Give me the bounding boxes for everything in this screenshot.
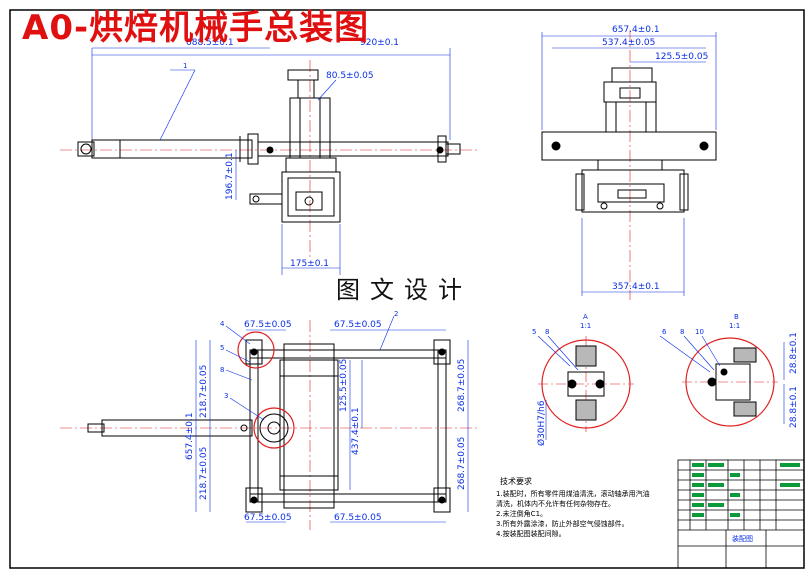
front-dim-5: 175±0.1 (290, 259, 329, 269)
top-dim-right-lower: 268.7±0.05 (457, 437, 467, 490)
technical-requirements-title: 技术要求 (500, 476, 532, 486)
note-line-1: 1.装配时，所有零件用煤油清洗，滚动轴承用汽油 (496, 489, 650, 498)
top-dim-bottom-left: 67.5±0.05 (244, 513, 292, 523)
detail-b-dim-lower: 28.8±0.1 (789, 386, 799, 428)
detail-a-scale: 1:1 (580, 322, 591, 330)
top-dim-top-right: 67.5±0.05 (334, 320, 382, 330)
detail-b-balloon-10: 10 (695, 328, 704, 336)
top-dim-bottom-right: 67.5±0.05 (334, 513, 382, 523)
top-view (60, 315, 480, 530)
drawing-name: 装配图 (732, 534, 753, 543)
side-dim-2: 537.4±0.05 (602, 38, 655, 48)
front-dim-4: 196.7±0.1 (225, 152, 235, 200)
top-balloon-8: 8 (220, 366, 224, 374)
top-dim-top-left: 67.5±0.05 (244, 320, 292, 330)
front-dim-1: 688.5±0.1 (186, 38, 234, 48)
front-dim-3: 80.5±0.05 (326, 71, 374, 81)
top-dim-left-lower: 218.7±0.05 (199, 447, 209, 500)
detail-a-balloon-8: 8 (545, 328, 549, 336)
top-balloon-2: 2 (394, 310, 398, 318)
front-balloon-1: 1 (183, 62, 187, 70)
top-balloon-4: 4 (220, 320, 225, 328)
detail-b-balloon-6: 6 (662, 328, 667, 336)
detail-b-dim-upper: 28.8±0.1 (789, 332, 799, 374)
detail-a-view (537, 335, 634, 440)
watermark-text: 图文设计 (336, 276, 472, 304)
detail-b-view (659, 335, 785, 427)
top-dim-left-overall: 657.4±0.1 (185, 412, 195, 460)
side-dim-1: 657.4±0.1 (612, 25, 660, 35)
side-dim-3: 125.5±0.05 (655, 52, 708, 62)
drawing-title: A0-烘焙机械手总装图 (22, 8, 370, 48)
drawing-border (9, 9, 805, 569)
top-dim-mid-2: 437.4±0.1 (351, 407, 361, 455)
title-block (677, 459, 805, 569)
detail-b-balloon-8: 8 (680, 328, 684, 336)
note-line-2: 清洗，机体内不允许有任何杂物存在。 (496, 499, 615, 508)
top-dim-mid-1: 125.5±0.05 (339, 359, 349, 412)
detail-a-fit: Ø30H7/h6 (536, 400, 547, 446)
side-dim-4: 357.4±0.1 (612, 282, 660, 292)
note-line-5: 4.按装配图装配间隙。 (496, 529, 566, 538)
detail-b-scale: 1:1 (729, 322, 740, 330)
top-dim-left-upper: 218.7±0.05 (199, 365, 209, 418)
front-dim-2: 920±0.1 (360, 38, 399, 48)
detail-a-label: A (583, 313, 588, 321)
top-balloon-3: 3 (224, 392, 228, 400)
side-view (541, 30, 717, 300)
note-line-4: 3.所有外露涂漆，防止外部空气侵蚀部件。 (496, 519, 629, 528)
detail-a-balloon-5: 5 (532, 328, 536, 336)
note-line-3: 2.未注倒角C1。 (496, 509, 547, 518)
detail-b-label: B (734, 313, 739, 321)
top-dim-right-upper: 268.7±0.05 (457, 359, 467, 412)
title-block-fills (692, 463, 800, 517)
top-balloon-5: 5 (220, 344, 224, 352)
front-view (60, 47, 480, 275)
